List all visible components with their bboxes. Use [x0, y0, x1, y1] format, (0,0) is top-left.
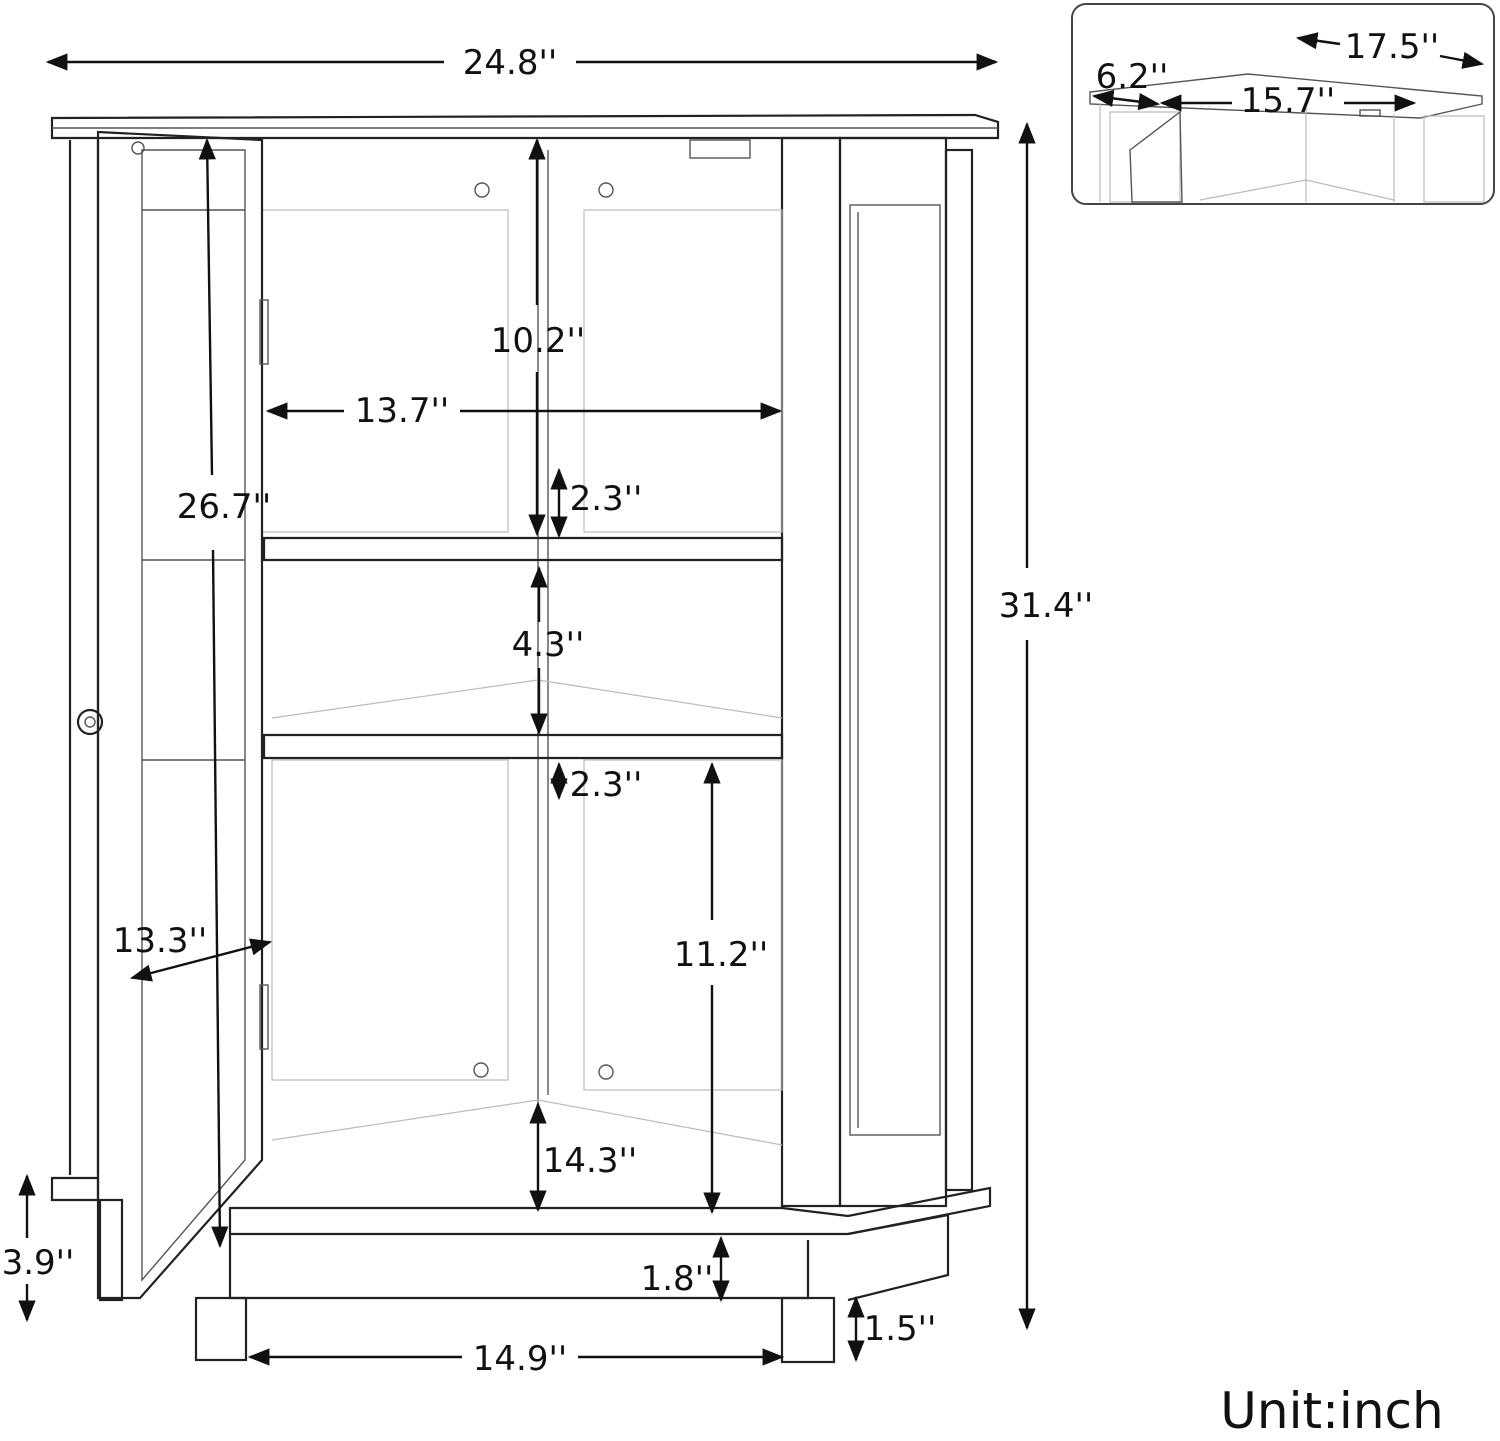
- label-top-width: 24.8'': [463, 43, 557, 83]
- label-inset-front-edge: 6.2'': [1096, 57, 1169, 97]
- label-door-height: 26.7'': [177, 487, 271, 527]
- screw-icon: [473, 182, 614, 1080]
- label-inner-width: 13.7'': [355, 391, 449, 431]
- unit-label: Unit:inch: [1220, 1382, 1443, 1440]
- label-middle-space: 4.3'': [512, 625, 585, 665]
- label-base-width: 14.9'': [473, 1339, 567, 1379]
- label-inset-front-width: 15.7'': [1241, 81, 1335, 121]
- label-inset-side-depth: 17.5'': [1345, 27, 1439, 67]
- dimension-lines: [18, 53, 1036, 1366]
- label-total-height: 31.4'': [999, 586, 1093, 626]
- dimension-labels: 24.8'' 31.4'' 10.2'' 13.7'' 26.7'' 2.3''…: [2, 43, 1094, 1379]
- label-gap-upper: 2.3'': [570, 479, 643, 519]
- label-base-height: 3.9'': [2, 1243, 75, 1283]
- label-shelf-top-space: 10.2'': [491, 321, 585, 361]
- label-base-rail: 1.8'': [641, 1259, 714, 1299]
- label-gap-lower: 2.3'': [570, 765, 643, 805]
- inset-top-view: 17.5'' 6.2'' 15.7'': [1071, 3, 1495, 205]
- label-foot-height: 1.5'': [864, 1309, 937, 1349]
- label-bottom-depth: 14.3'': [543, 1141, 637, 1181]
- label-door-width: 13.3'': [113, 921, 207, 961]
- cabinet-drawing: [50, 113, 1000, 1364]
- door-knob-icon: [76, 708, 104, 736]
- label-lower-space: 11.2'': [674, 935, 768, 975]
